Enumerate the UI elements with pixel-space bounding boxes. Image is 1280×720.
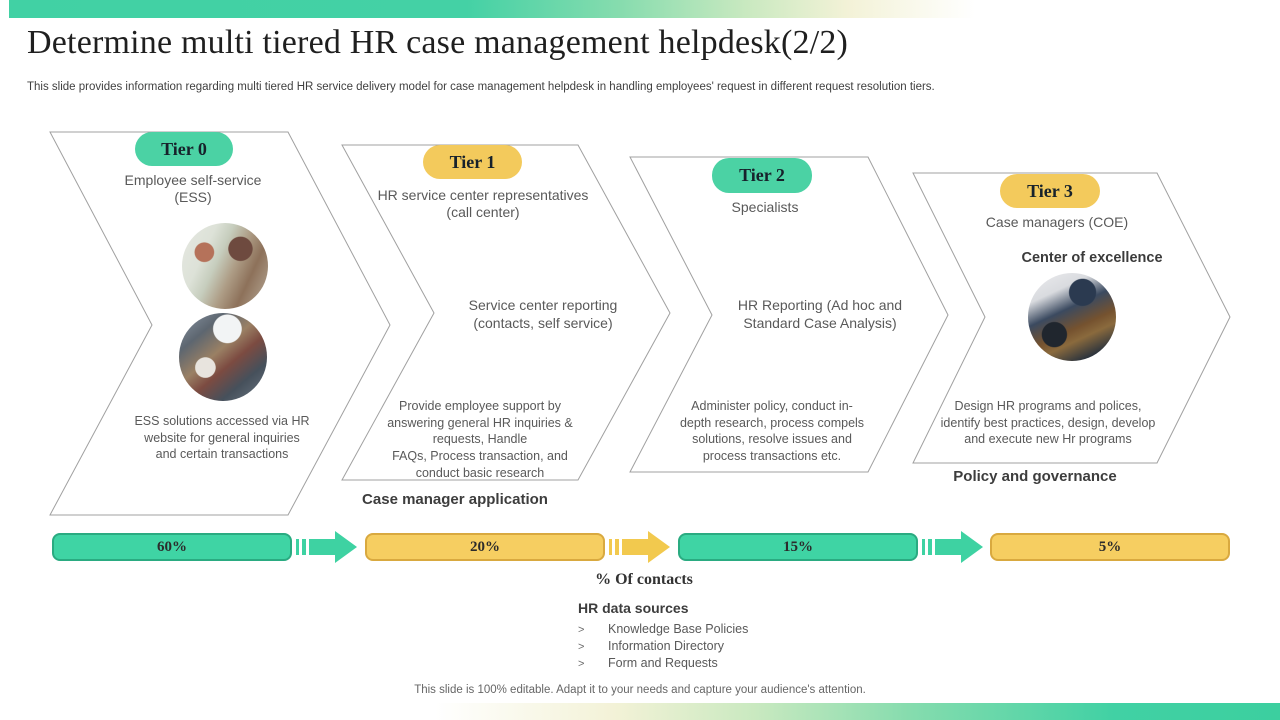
editable-note: This slide is 100% editable. Adapt it to…: [414, 684, 866, 696]
tier1-caption: Case manager application: [362, 491, 548, 508]
slide-subtitle: This slide provides information regardin…: [27, 81, 935, 93]
contacts-bar-tier3: 5%: [990, 533, 1230, 561]
flow-arrow-icon: [922, 531, 983, 563]
arrow-bullet-icon: >: [578, 624, 585, 636]
tier3-chevron-shape: [912, 172, 1231, 464]
tier1-chevron-shape: [341, 144, 671, 481]
flow-arrow-icon: [609, 531, 670, 563]
contacts-bar-tier2: 15%: [678, 533, 918, 561]
arrow-bullet-icon: >: [578, 658, 585, 670]
tier1-description: Provide employee support by answering ge…: [387, 399, 573, 480]
tier2-description: Administer policy, conduct in- depth res…: [679, 399, 865, 463]
percent-of-contacts-label: % Of contacts: [595, 571, 693, 588]
contacts-bar-tier0: 60%: [52, 533, 292, 561]
tier3-badge: Tier 3: [1000, 174, 1100, 208]
list-item: > Form and Requests: [578, 655, 748, 672]
tier1-heading: HR service center representatives (call …: [377, 187, 589, 221]
tier0-badge: Tier 0: [135, 132, 233, 166]
hr-data-sources-heading: HR data sources: [578, 600, 689, 616]
team-huddle-photo: [179, 313, 267, 401]
tier1-middle-text: Service center reporting (contacts, self…: [468, 297, 618, 331]
data-source-label: Knowledge Base Policies: [608, 622, 749, 636]
hr-data-sources-block: HR data sources > Knowledge Base Policie…: [578, 600, 748, 672]
office-collaboration-photo: [182, 223, 268, 309]
tier0-heading: Employee self-service (ESS): [124, 172, 262, 206]
tier3-heading: Case managers (COE): [985, 214, 1129, 230]
tier0-chevron-shape: [49, 131, 391, 516]
list-item: > Information Directory: [578, 638, 748, 655]
data-source-label: Form and Requests: [608, 656, 718, 670]
tier3-center-of-excellence-label: Center of excellence: [1021, 250, 1163, 266]
list-item: > Knowledge Base Policies: [578, 621, 748, 638]
data-source-label: Information Directory: [608, 639, 725, 653]
arrow-bullet-icon: >: [578, 641, 585, 653]
bottom-accent-bar: [0, 703, 1280, 720]
tier3-caption: Policy and governance: [953, 468, 1117, 485]
flow-arrow-icon: [296, 531, 357, 563]
tier2-chevron-shape: [629, 156, 949, 473]
tier1-badge: Tier 1: [423, 145, 522, 179]
meeting-room-photo: [1028, 273, 1116, 361]
tier2-badge: Tier 2: [712, 158, 812, 193]
tier2-heading: Specialists: [731, 199, 799, 215]
contacts-bar-tier1: 20%: [365, 533, 605, 561]
top-accent-bar: [9, 0, 1280, 18]
tier0-description: ESS solutions accessed via HR website fo…: [134, 414, 310, 462]
tier2-middle-text: HR Reporting (Ad hoc and Standard Case A…: [737, 297, 903, 331]
tier3-description: Design HR programs and polices, identify…: [940, 399, 1156, 447]
slide-title: Determine multi tiered HR case managemen…: [27, 24, 849, 61]
